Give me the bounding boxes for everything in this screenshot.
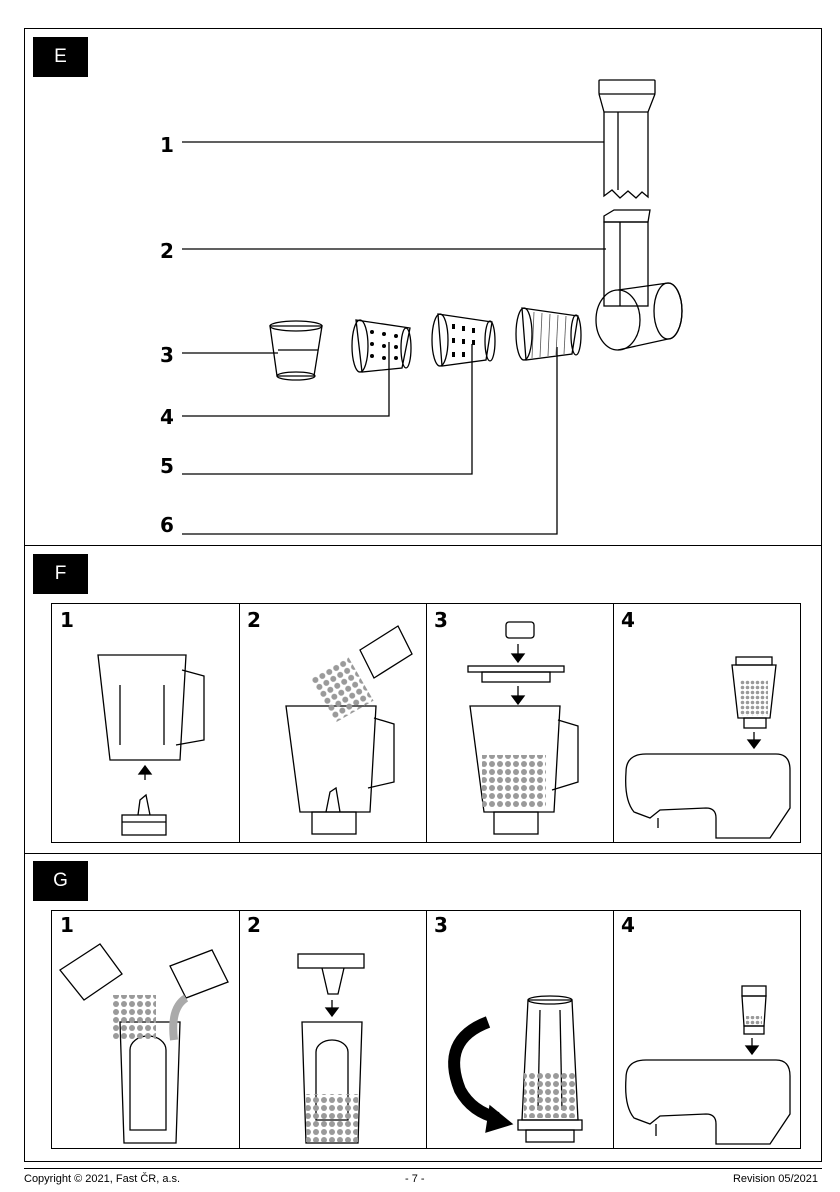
slicer-housing (596, 210, 682, 350)
rotate-arrow (454, 1022, 498, 1118)
g4-bottle-on-mixer (626, 986, 790, 1144)
f2-pouring (286, 626, 412, 834)
drum-4 (352, 320, 411, 372)
copyright-text: Copyright © 2021, Fast ČR, a.s. (24, 1173, 180, 1185)
page-number: - 7 - (405, 1173, 425, 1185)
drum-5 (432, 314, 495, 366)
f4-jar-on-mixer (626, 657, 790, 838)
food-pusher (599, 80, 655, 198)
g3-invert-bottle (518, 996, 582, 1142)
drum-6 (516, 308, 581, 360)
g1-filling-bottle (60, 944, 228, 1143)
rotate-arrow-head (486, 1106, 512, 1132)
f1-jar-assembly (98, 655, 204, 835)
f3-lid-jar (468, 622, 578, 834)
revision-text: Revision 05/2021 (733, 1173, 818, 1185)
drum-3 (270, 321, 322, 380)
callout-lines (182, 142, 606, 534)
footer: Copyright © 2021, Fast ČR, a.s. - 7 - Re… (24, 1168, 822, 1189)
g2-blade-bottle (298, 954, 364, 1143)
